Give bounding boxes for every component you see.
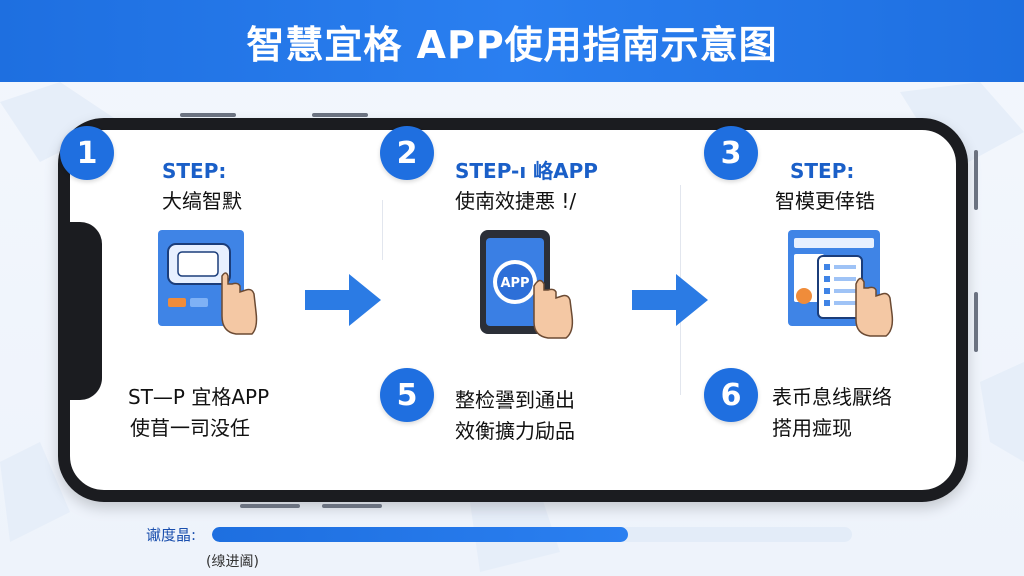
step-3-description: 智模更倖锆 — [775, 189, 875, 213]
right-arrow-icon — [305, 274, 381, 326]
step-2-title: STEP-ı 峈APP — [455, 159, 598, 183]
right-arrow-icon — [632, 274, 708, 326]
phone-app-icon: APP — [480, 230, 574, 339]
progress-bar — [212, 527, 852, 542]
phone-bottom-button-2 — [322, 504, 382, 508]
app-badge-label: APP — [500, 276, 529, 291]
phone-top-button-1 — [180, 113, 236, 117]
phone-side-button-top — [974, 150, 978, 210]
step-5-line-1: 整检謽到通出 — [455, 388, 575, 412]
phone-top-button-2 — [312, 113, 368, 117]
dashboard-tap-icon — [788, 230, 894, 337]
step-5-line-2: 效衡擴力劶品 — [455, 419, 575, 443]
step-number-3: 3 — [704, 126, 758, 180]
phone-bottom-button-1 — [240, 504, 300, 508]
step-number-5: 5 — [380, 368, 434, 422]
lower-left-line-2: 使苜一司没任 — [130, 416, 250, 440]
tablet-tap-icon — [158, 230, 258, 335]
step-number-6: 6 — [704, 368, 758, 422]
step-6-line-2: 搭用痖现 — [772, 416, 852, 440]
step-1-title: STEP: — [162, 159, 227, 183]
step-2-description: 使南效捷悪 !/ — [455, 189, 577, 213]
step-1-description: 大缟智默 — [162, 189, 242, 213]
phone-side-button-bottom — [974, 292, 978, 352]
page-title: 智慧宜格 APP使用指南示意图 — [246, 22, 778, 67]
step-number-2: 2 — [380, 126, 434, 180]
phone-notch — [58, 222, 102, 400]
step-6-line-1: 表币息线厭络 — [772, 385, 892, 409]
step-number-1: 1 — [60, 126, 114, 180]
step-3-title: STEP: — [790, 159, 855, 183]
progress-sublabel: (缐进阖) — [206, 554, 259, 570]
lower-left-line-1: ST—P 宜格APP — [128, 385, 270, 409]
progress-bar-fill — [212, 527, 628, 542]
header-banner: 智慧宜格 APP使用指南示意图 — [0, 0, 1024, 82]
column-divider-1 — [382, 200, 383, 260]
progress-label: 谳度晶: — [146, 526, 197, 544]
